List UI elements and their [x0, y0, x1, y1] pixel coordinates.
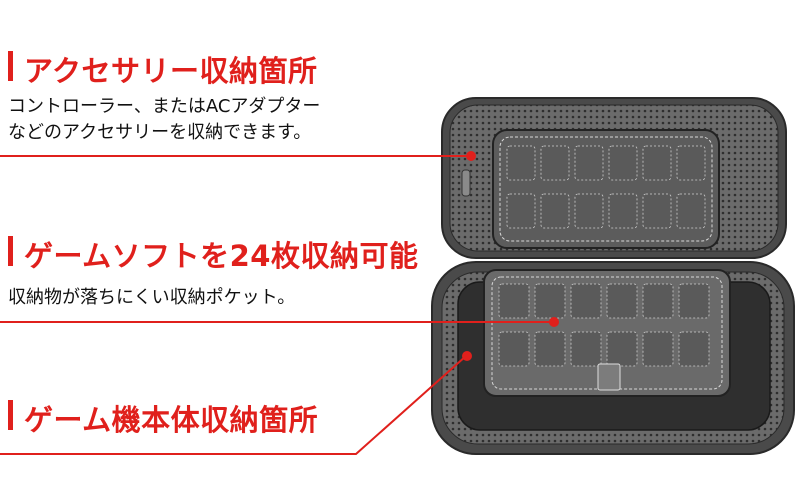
heading-game-card-storage: ゲームソフトを24枚収納可能 — [24, 239, 419, 273]
card-slot — [506, 145, 536, 181]
leader-dot-3 — [462, 351, 472, 361]
zipper-pull-icon — [461, 169, 471, 197]
accent-bar-1 — [8, 51, 13, 81]
card-slots-lower — [498, 283, 710, 367]
desc-accessory-line-2: などのアクセサリーを収納できます。 — [8, 122, 312, 143]
case-lid — [441, 97, 787, 259]
card-slot — [506, 193, 536, 229]
leader-lines — [0, 151, 559, 455]
case-base — [431, 261, 795, 455]
card-slot — [498, 283, 530, 319]
card-slot — [498, 331, 530, 367]
card-slot — [642, 283, 674, 319]
card-slot — [676, 145, 706, 181]
card-slot — [570, 331, 602, 367]
desc-game-card-line-1: 収納物が落ちにくい収納ポケット。 — [8, 287, 296, 308]
desc-accessory-line-1: コントローラー、またはACアダプター — [8, 96, 321, 117]
card-slot — [606, 331, 638, 367]
card-slots-upper — [506, 145, 706, 229]
leader-dot-2 — [549, 317, 559, 327]
heading-accessory-storage: アクセサリー収納箇所 — [24, 54, 318, 88]
card-slot — [642, 331, 674, 367]
card-slot — [540, 145, 570, 181]
accent-bar-3 — [8, 400, 13, 430]
leader-line-3 — [0, 355, 467, 455]
card-slot — [570, 283, 602, 319]
card-slot — [678, 283, 710, 319]
card-slot — [608, 193, 638, 229]
card-slot — [574, 193, 604, 229]
card-slot — [540, 193, 570, 229]
card-slot — [676, 193, 706, 229]
leader-dot-1 — [466, 151, 476, 161]
card-slot — [608, 145, 638, 181]
card-slot — [642, 145, 672, 181]
card-slot — [534, 283, 566, 319]
heading-console-storage: ゲーム機本体収納箇所 — [24, 403, 319, 437]
card-slot — [678, 331, 710, 367]
accent-bar-2 — [8, 236, 13, 266]
card-slot — [606, 283, 638, 319]
card-slot — [642, 193, 672, 229]
pocket-strap — [597, 363, 621, 391]
card-slot — [574, 145, 604, 181]
card-slot — [534, 331, 566, 367]
